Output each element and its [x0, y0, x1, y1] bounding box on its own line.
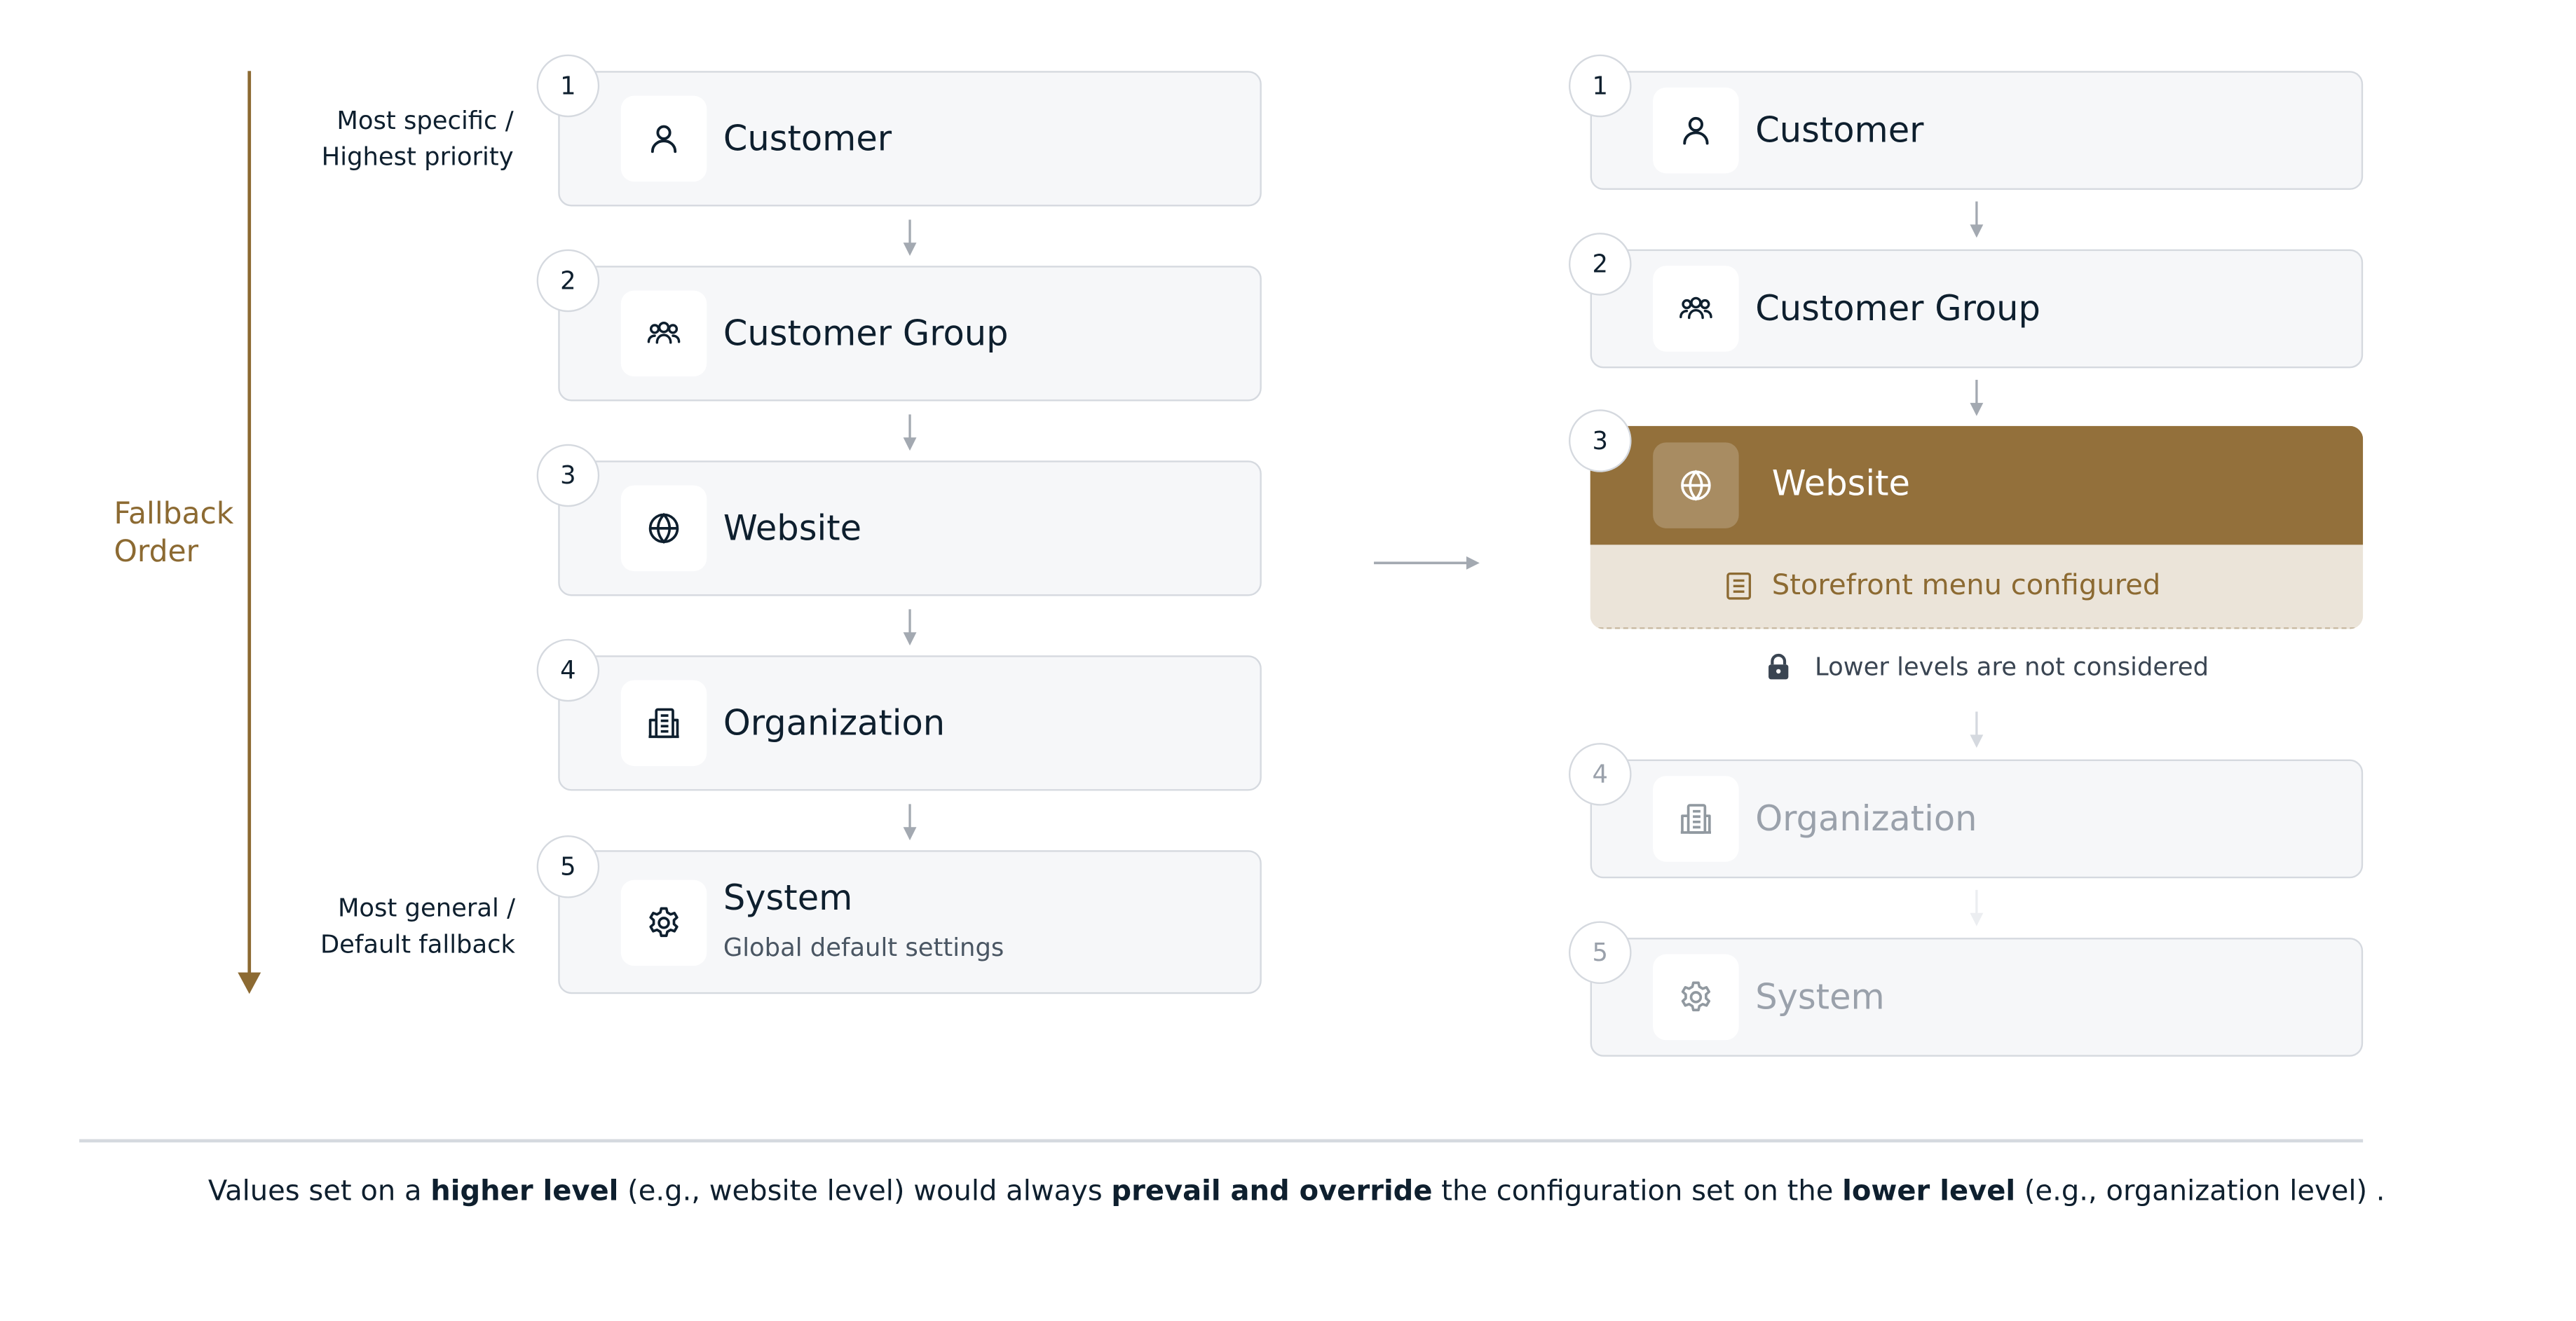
level-number-badge: 3 — [1569, 409, 1632, 472]
level-label: System — [723, 878, 853, 918]
level-label: System — [1755, 977, 1885, 1018]
level-number-badge: 4 — [1569, 743, 1632, 806]
level-label: Website — [723, 508, 862, 549]
down-arrow-icon — [1968, 201, 1985, 238]
fallback-label-line2: Order — [114, 535, 199, 570]
down-arrow-icon — [901, 414, 918, 451]
level-number-badge: 5 — [536, 835, 600, 898]
highlighted-header: Website — [1590, 425, 2364, 545]
bottom-note-line2: Default fallback — [320, 929, 516, 959]
building-icon — [620, 680, 707, 767]
right-level-customer-group: Customer Group — [1590, 249, 2364, 369]
level-number-badge: 2 — [536, 249, 600, 313]
footer-caption: Values set on a higher level (e.g., webs… — [208, 1175, 2385, 1208]
down-arrow-icon — [1968, 890, 1985, 926]
users-group-icon — [620, 290, 707, 377]
configured-note-text: Storefront menu configured — [1771, 569, 2161, 603]
down-arrow-icon — [1968, 380, 1985, 416]
level-number-badge: 1 — [536, 54, 600, 118]
users-group-icon — [1653, 266, 1739, 352]
left-level-organization: Organization — [558, 655, 1262, 791]
left-level-customer-group: Customer Group — [558, 266, 1262, 402]
globe-icon — [1653, 442, 1739, 528]
level-label: Website — [1771, 463, 1910, 504]
level-number-badge: 1 — [1569, 54, 1632, 118]
level-label: Customer Group — [1755, 289, 2040, 329]
top-note-line1: Most specific / — [336, 105, 514, 136]
configured-note-bar: Storefront menu configured — [1590, 545, 2364, 629]
configured-note: Storefront menu configured — [1722, 566, 2160, 606]
level-label: Organization — [723, 703, 946, 744]
divider — [79, 1139, 2364, 1142]
footer-text: (e.g., website level) would always — [618, 1175, 1112, 1209]
left-level-system: System Global default settings — [558, 850, 1262, 994]
level-label: Customer Group — [723, 313, 1009, 354]
level-number-badge: 4 — [536, 638, 600, 702]
bottom-fallback-note: Most general / Default fallback — [284, 890, 515, 963]
down-arrow-icon — [901, 219, 918, 256]
lock-note-text: Lower levels are not considered — [1815, 652, 2209, 682]
level-sublabel: Global default settings — [723, 933, 1004, 963]
right-arrow-icon — [1374, 556, 1480, 570]
level-label: Organization — [1755, 799, 1977, 839]
footer-text: Values set on a — [207, 1175, 431, 1209]
footer-text: the configuration set on the — [1432, 1175, 1843, 1209]
down-arrow-icon — [901, 609, 918, 645]
level-label: Customer — [723, 118, 892, 159]
fallback-axis-arrowhead — [238, 972, 261, 994]
down-arrow-icon — [1968, 711, 1985, 748]
bottom-note-line1: Most general / — [337, 893, 516, 923]
footer-bold-text: higher level — [430, 1175, 619, 1209]
left-level-website: Website — [558, 460, 1262, 596]
right-level-customer: Customer — [1590, 71, 2364, 190]
user-icon — [620, 95, 707, 182]
top-priority-note: Most specific / Highest priority — [282, 102, 514, 175]
left-level-customer: Customer — [558, 71, 1262, 207]
right-level-website-highlighted: Website Storefront menu configured — [1590, 425, 2364, 629]
top-note-line2: Highest priority — [321, 142, 514, 172]
level-number-badge: 2 — [1569, 233, 1632, 296]
fallback-axis-line — [247, 71, 252, 976]
level-label: Customer — [1755, 110, 1924, 151]
down-arrow-icon — [901, 804, 918, 840]
right-level-system: System — [1590, 938, 2364, 1057]
user-icon — [1653, 87, 1739, 174]
globe-icon — [620, 485, 707, 572]
gear-icon — [620, 879, 707, 966]
level-number-badge: 3 — [536, 444, 600, 507]
document-icon — [1722, 570, 1755, 603]
right-level-organization: Organization — [1590, 759, 2364, 879]
footer-text: (e.g., organization level) . — [2015, 1175, 2385, 1209]
lower-levels-note: Lower levels are not considered — [1764, 647, 2209, 687]
fallback-order-label: Fallback Order — [114, 495, 234, 571]
building-icon — [1653, 776, 1739, 862]
level-number-badge: 5 — [1569, 921, 1632, 985]
footer-bold-text: lower level — [1842, 1175, 2016, 1209]
gear-icon — [1653, 954, 1739, 1041]
lock-icon — [1764, 649, 1793, 685]
fallback-label-line1: Fallback — [114, 497, 234, 532]
footer-bold-text: prevail and override — [1111, 1175, 1433, 1209]
